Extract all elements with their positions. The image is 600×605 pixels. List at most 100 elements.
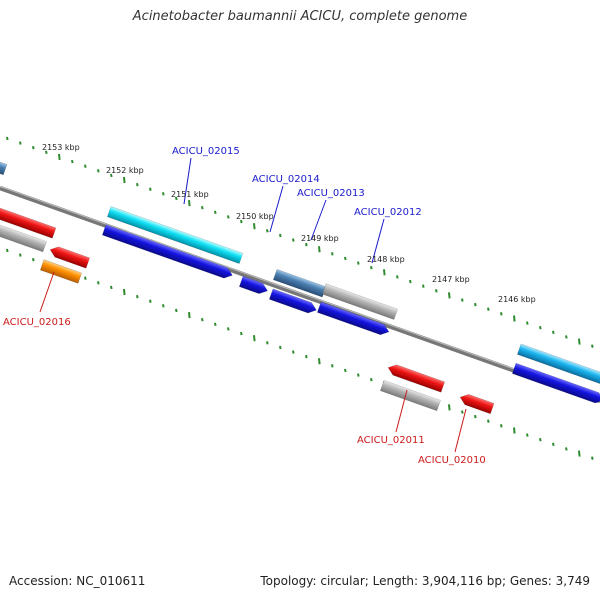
tick-minor xyxy=(240,331,243,336)
tick-major xyxy=(318,358,321,365)
tick-minor xyxy=(32,146,35,150)
feature-cds-forward[interactable] xyxy=(512,362,600,405)
feature-misc[interactable] xyxy=(0,158,8,176)
tick-rows xyxy=(6,136,594,460)
tick-major xyxy=(58,153,61,161)
tick-major xyxy=(578,338,581,345)
tick-minor xyxy=(461,410,464,414)
tick-minor xyxy=(591,456,594,460)
tick-minor xyxy=(214,322,217,327)
gene-label-acicu-02012[interactable]: ACICU_02012 xyxy=(354,207,422,218)
tick-major xyxy=(513,315,516,322)
label-leader-line xyxy=(39,271,55,313)
tick-minor xyxy=(149,299,152,303)
tick-minor xyxy=(175,308,178,313)
tick-minor xyxy=(84,276,87,280)
tick-minor xyxy=(201,206,204,210)
tick-minor xyxy=(565,447,568,451)
tick-minor xyxy=(110,173,113,178)
gene-label-acicu-02013[interactable]: ACICU_02013 xyxy=(297,188,365,199)
gene-label-acicu-02011[interactable]: ACICU_02011 xyxy=(357,435,425,446)
feature-cds-forward[interactable] xyxy=(317,301,390,337)
tick-label-2148: 2148 kbp xyxy=(367,255,405,264)
tick-minor xyxy=(344,368,347,373)
tick-minor xyxy=(487,419,490,423)
feature-cds-forward[interactable] xyxy=(102,224,234,281)
tick-major xyxy=(448,292,451,299)
tick-minor xyxy=(461,298,464,302)
tick-minor xyxy=(474,414,477,419)
tick-minor xyxy=(6,136,9,141)
feature-cds-reverse[interactable] xyxy=(386,362,445,393)
feature-trna[interactable] xyxy=(517,343,600,385)
tick-minor xyxy=(175,196,178,201)
tick-minor xyxy=(45,150,48,155)
tick-minor xyxy=(279,345,282,350)
tick-minor xyxy=(97,169,100,173)
tick-major xyxy=(253,335,256,342)
map-title: Acinetobacter baumannii ACICU, complete … xyxy=(132,9,468,24)
tick-row-inner xyxy=(6,248,594,460)
tick-minor xyxy=(344,256,347,261)
tick-minor xyxy=(136,294,139,299)
tick-minor xyxy=(331,252,334,256)
tick-minor xyxy=(552,442,555,447)
gene-label-acicu-02016[interactable]: ACICU_02016 xyxy=(3,317,71,328)
gene-label-acicu-02015[interactable]: ACICU_02015 xyxy=(172,146,240,157)
backbone-line xyxy=(0,185,600,404)
tick-minor xyxy=(331,364,334,368)
gene-label-acicu-02014[interactable]: ACICU_02014 xyxy=(252,174,320,185)
tick-major xyxy=(188,311,191,319)
tick-minor xyxy=(279,233,282,238)
tick-minor xyxy=(565,335,568,339)
tick-minor xyxy=(227,215,230,219)
tick-major xyxy=(513,427,516,434)
feature-cds-reverse[interactable] xyxy=(458,392,495,415)
tick-major xyxy=(123,176,126,184)
feature-gene[interactable] xyxy=(0,221,47,253)
feature-gene[interactable] xyxy=(322,283,398,320)
feature-misc[interactable] xyxy=(273,269,327,298)
feature-track xyxy=(0,158,600,415)
label-leader-line xyxy=(269,185,284,233)
tick-major xyxy=(253,223,256,230)
tick-minor xyxy=(305,242,308,247)
tick-minor xyxy=(305,354,308,359)
feature-gene[interactable] xyxy=(380,380,441,412)
label-leader-line xyxy=(395,389,408,433)
tick-minor xyxy=(539,326,542,330)
tick-minor xyxy=(591,344,594,348)
tick-label-2147: 2147 kbp xyxy=(432,275,470,284)
tick-minor xyxy=(19,253,22,257)
tick-minor xyxy=(500,424,503,428)
backbone-highlight xyxy=(0,186,600,400)
feature-trna[interactable] xyxy=(107,206,244,264)
tick-major xyxy=(123,288,126,296)
tick-minor xyxy=(240,219,243,224)
feature-cds-forward[interactable] xyxy=(239,275,269,296)
tick-minor xyxy=(422,284,425,288)
tick-minor xyxy=(474,302,477,307)
tick-minor xyxy=(149,187,152,191)
tick-minor xyxy=(162,304,165,308)
tick-minor xyxy=(539,438,542,442)
tick-minor xyxy=(97,281,100,285)
tick-minor xyxy=(292,350,295,354)
tick-minor xyxy=(370,378,373,382)
tick-minor xyxy=(32,258,35,262)
label-leader-line xyxy=(454,408,467,453)
feature-cds-reverse[interactable] xyxy=(0,204,57,239)
gene-label-acicu-02010[interactable]: ACICU_02010 xyxy=(418,455,486,466)
tick-label-2146: 2146 kbp xyxy=(498,295,536,304)
feature-cds-reverse[interactable] xyxy=(48,244,91,269)
tick-minor xyxy=(201,318,204,322)
tick-minor xyxy=(162,192,165,196)
label-leader-line xyxy=(183,157,192,205)
feature-orange[interactable] xyxy=(40,259,83,284)
tick-minor xyxy=(136,182,139,187)
feature-cds-forward[interactable] xyxy=(269,288,318,315)
label-leader-line xyxy=(310,199,327,241)
tick-minor xyxy=(487,307,490,311)
